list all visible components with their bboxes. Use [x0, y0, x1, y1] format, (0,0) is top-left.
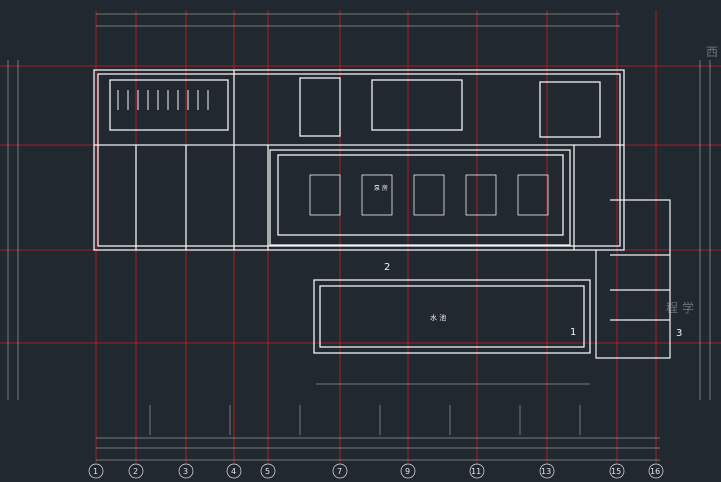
- grid-bubble-13: [539, 463, 555, 479]
- grid-axis-label-16: 16: [650, 467, 660, 476]
- dimension-lines: [7, 13, 711, 461]
- grid-axis-label-15: 15: [611, 467, 621, 476]
- window-marks: [117, 90, 209, 110]
- section-mark-1: 1: [570, 327, 576, 338]
- water-pool: [313, 279, 591, 354]
- section-mark-2: 2: [384, 262, 390, 273]
- watermark: 程 学 西: [666, 45, 718, 315]
- grid-lines: [0, 10, 721, 462]
- section-markers: 1 2 3: [384, 262, 682, 339]
- grid-axis-label-2: 2: [133, 467, 138, 476]
- grid-bubble-7: [332, 463, 348, 479]
- right-wing: [595, 199, 671, 359]
- grid-axis-label-13: 13: [541, 467, 551, 476]
- grid-axis-bubbles: 1 2 3 4 5 7 9 11 13 15 16: [88, 463, 664, 479]
- pump-units: [309, 174, 549, 216]
- grid-axis-label-11: 11: [471, 467, 481, 476]
- grid-axis-label-1: 1: [93, 467, 98, 476]
- grid-axis-label-4: 4: [231, 467, 236, 476]
- section-mark-3: 3: [676, 328, 682, 339]
- watermark-char-1: 程: [666, 300, 678, 315]
- grid-bubble-16: [648, 463, 664, 479]
- grid-bubble-3: [178, 463, 194, 479]
- pump-room-label: 泵 房: [374, 184, 388, 192]
- grid-axis-label-7: 7: [337, 467, 342, 476]
- grid-bubble-5: [260, 463, 276, 479]
- grid-bubble-2: [128, 463, 144, 479]
- grid-bubble-1: [88, 463, 104, 479]
- watermark-char-2: 学: [682, 300, 694, 315]
- grid-bubble-15: [609, 463, 625, 479]
- building-walls: [93, 69, 625, 251]
- grid-axis-label-9: 9: [405, 467, 410, 476]
- pool-label: 水 池: [430, 313, 446, 322]
- grid-bubble-9: [400, 463, 416, 479]
- watermark-char-3: 西: [706, 45, 718, 59]
- grid-axis-label-5: 5: [265, 467, 270, 476]
- grid-bubble-11: [469, 463, 485, 479]
- grid-axis-label-3: 3: [183, 467, 188, 476]
- grid-bubble-4: [226, 463, 242, 479]
